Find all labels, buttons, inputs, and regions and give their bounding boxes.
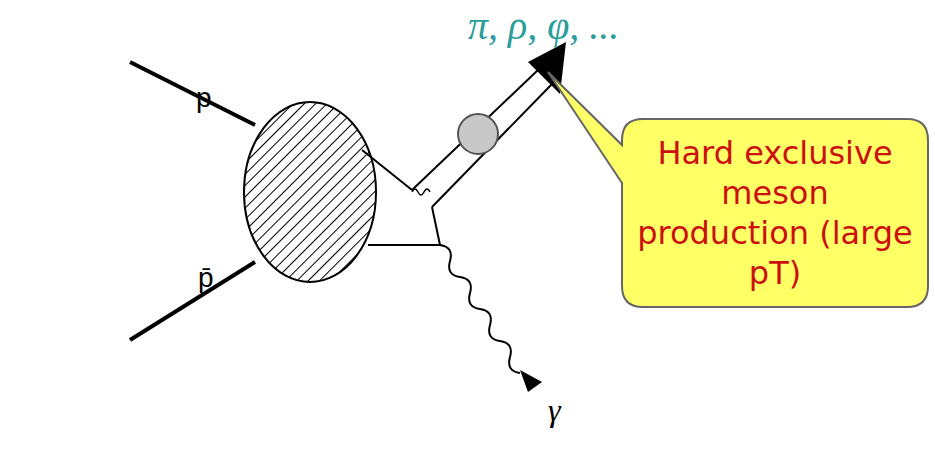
quark-line bbox=[368, 244, 440, 246]
antiproton-line bbox=[130, 262, 255, 340]
quark-line bbox=[432, 207, 440, 245]
meson-line bbox=[412, 70, 538, 190]
meson-line bbox=[432, 84, 552, 207]
particle-label: p bbox=[196, 82, 212, 114]
photon-line bbox=[440, 245, 520, 373]
callout-outline bbox=[548, 72, 928, 307]
meson-names: π, ρ, φ, ... bbox=[468, 2, 619, 49]
photon-arrowhead bbox=[520, 370, 542, 392]
callout-text: Hard exclusive meson production (large p… bbox=[633, 133, 917, 293]
particle-label: γ bbox=[548, 392, 561, 429]
particle-label: p̄ bbox=[198, 262, 214, 294]
proton-line bbox=[130, 62, 255, 125]
callout-bubble: Hard exclusive meson production (large p… bbox=[621, 118, 929, 308]
hadron-blob bbox=[244, 102, 376, 282]
meson-blob bbox=[458, 114, 498, 154]
gluon-line bbox=[412, 189, 430, 195]
